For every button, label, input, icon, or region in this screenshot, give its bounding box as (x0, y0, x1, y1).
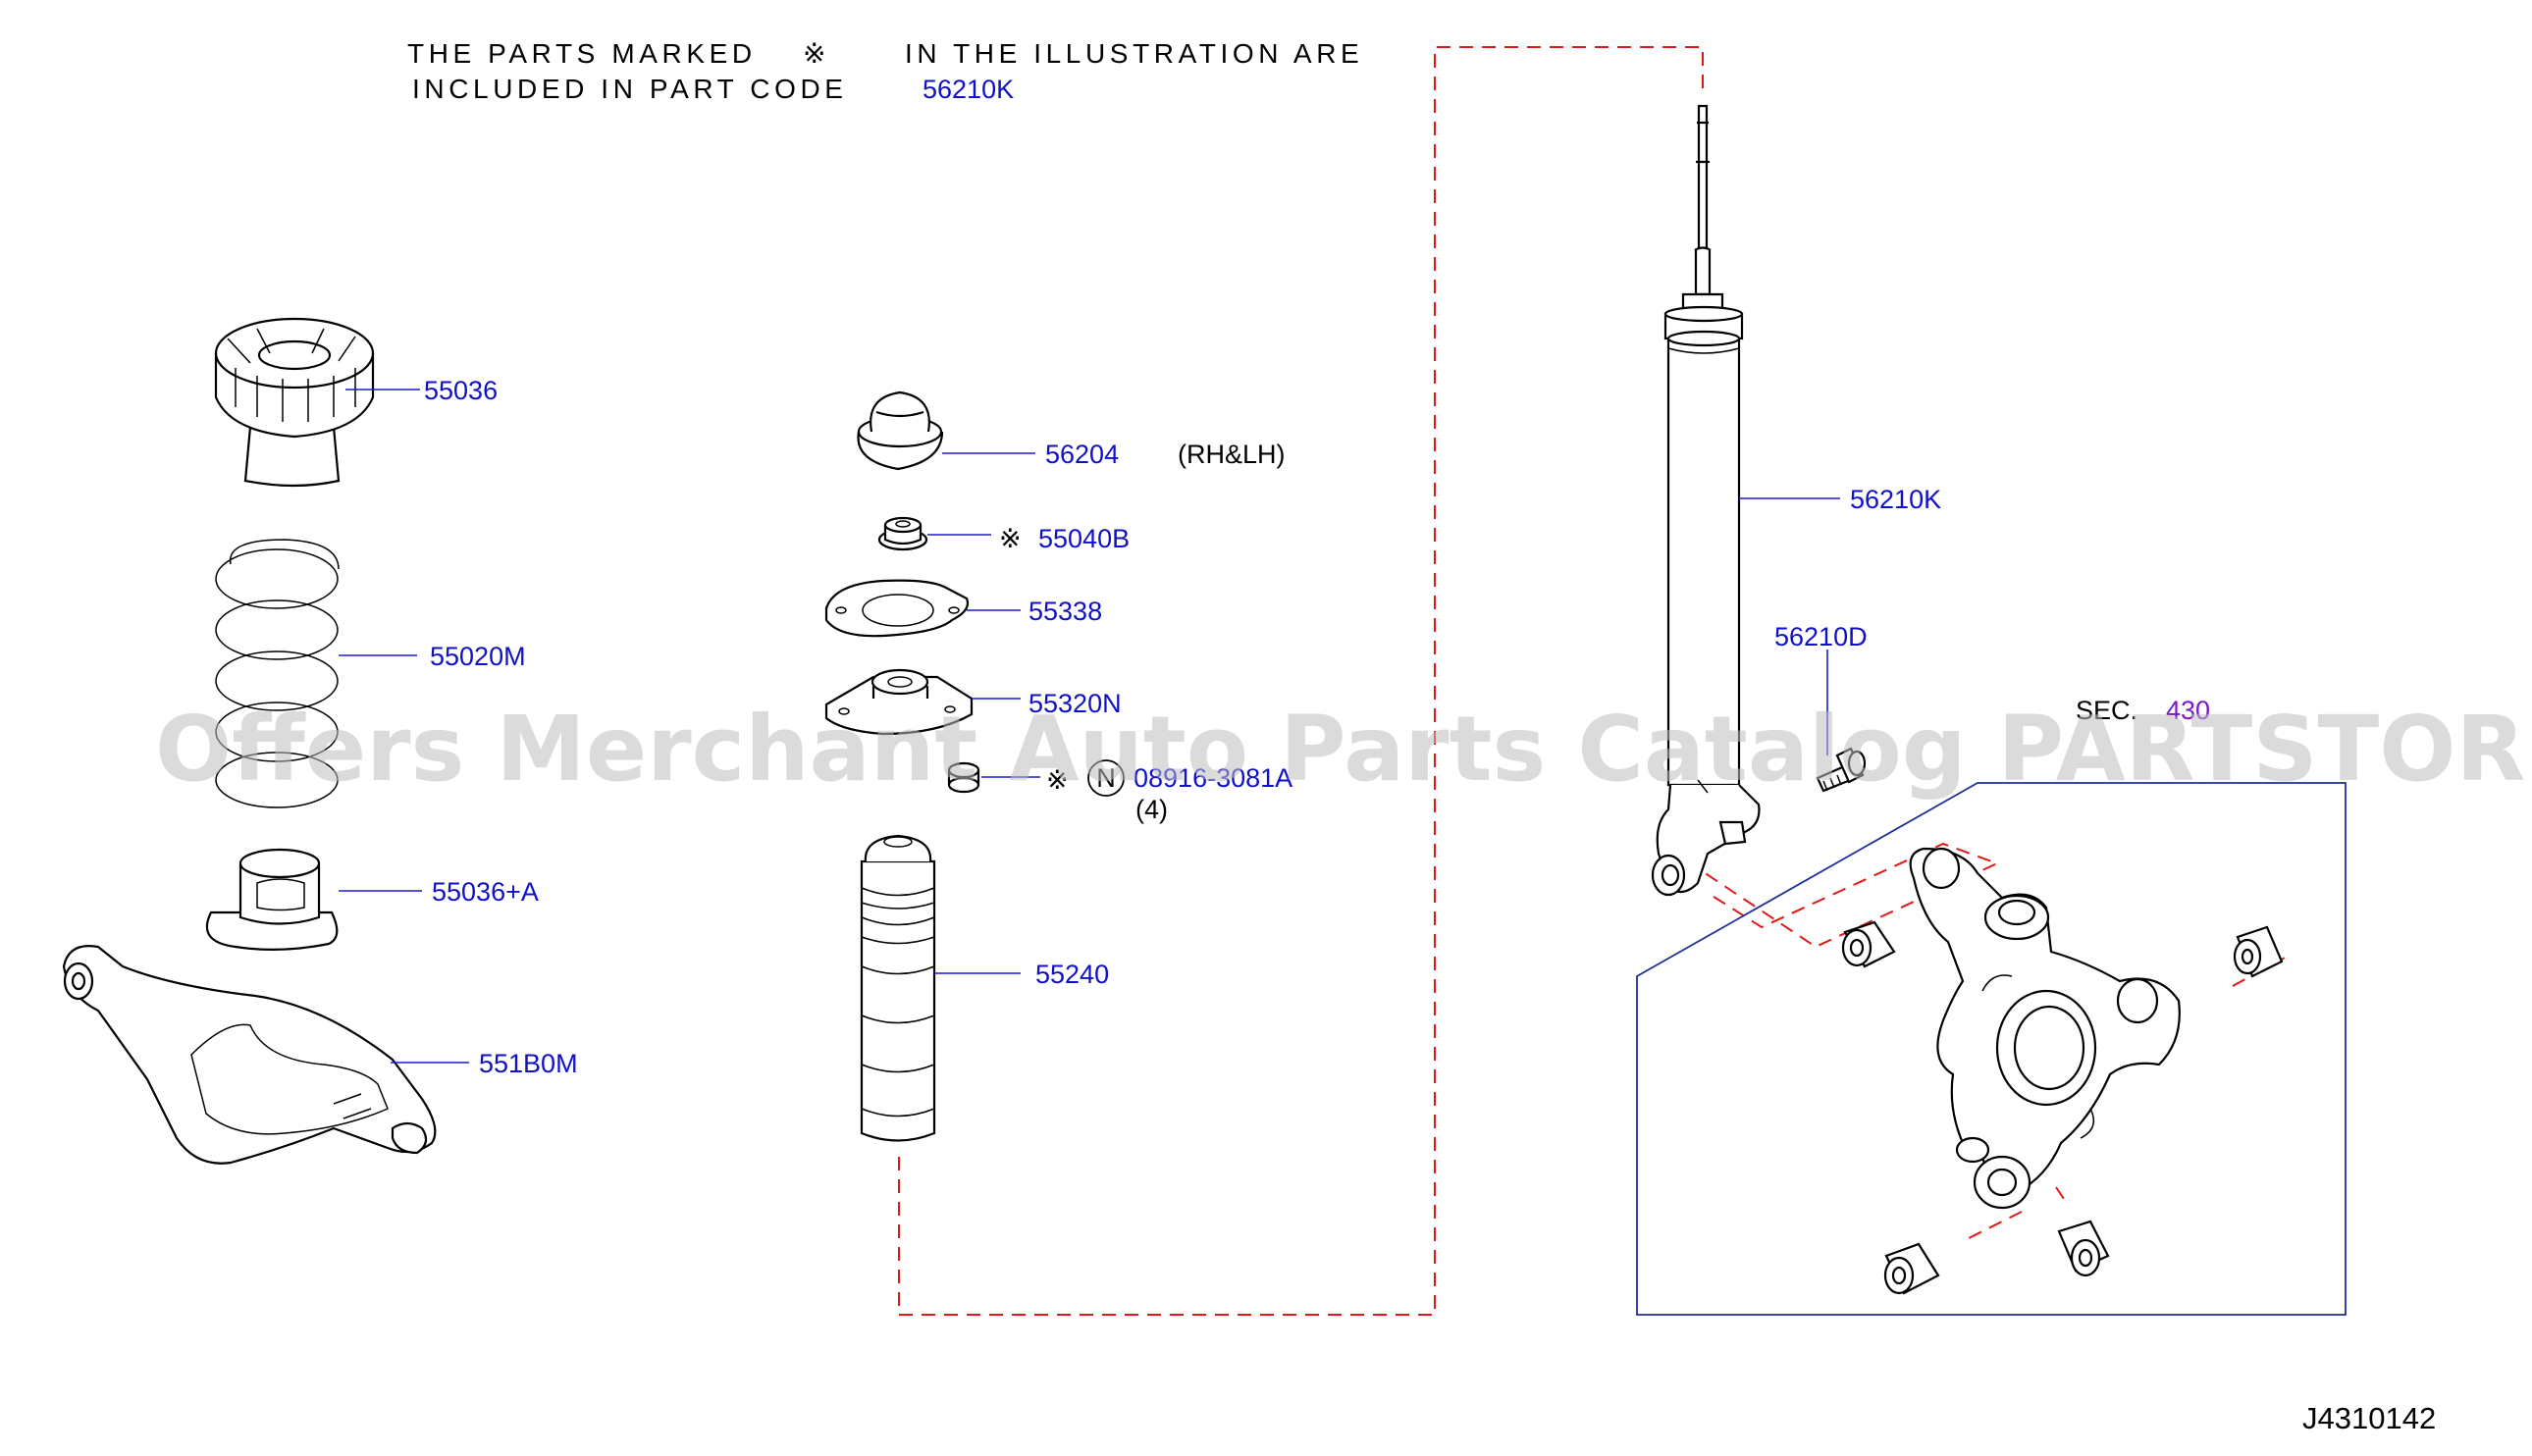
label-56204[interactable]: 56204 (1045, 440, 1119, 469)
label-551B0M[interactable]: 551B0M (479, 1049, 578, 1078)
label-rh-lh: (RH&LH) (1178, 440, 1286, 469)
note-mark: ※ (803, 38, 830, 69)
note-line2: INCLUDED IN PART CODE (412, 74, 848, 104)
dashed-connector-knuckle-bottom (1962, 1186, 2067, 1242)
part-55338-gasket (824, 579, 970, 638)
part-55320N-mount (824, 668, 974, 736)
bushing-lower-right (2057, 1220, 2110, 1277)
mark-nut-08916: ※ (1046, 765, 1069, 795)
label-55036[interactable]: 55036 (424, 376, 498, 405)
bushing-lower-left (1883, 1242, 1940, 1295)
dashed-connector-main (898, 46, 1704, 1316)
watermark: Offers Merchant Auto Parts Catalog PARTS… (155, 697, 2532, 802)
nut-circle-letter: N (1096, 763, 1116, 793)
part-55036A-lower-seat (205, 848, 339, 951)
label-56210D[interactable]: 56210D (1774, 622, 1868, 651)
part-56204-cap (857, 390, 944, 471)
part-55240-bellows (860, 834, 936, 1142)
bushing-right (2233, 925, 2284, 978)
part-56210K-shock-absorber (1651, 104, 1761, 897)
label-55020M[interactable]: 55020M (430, 642, 526, 671)
section-number[interactable]: 430 (2166, 696, 2210, 725)
note-line1-end: IN THE ILLUSTRATION ARE (905, 38, 1363, 69)
nut-circle-marker (1087, 759, 1125, 797)
label-55320N[interactable]: 55320N (1029, 689, 1122, 718)
part-55036-insulator (214, 317, 375, 488)
note-part-code[interactable]: 56210K (923, 75, 1014, 104)
dashed-connector-knuckle-top (1667, 842, 2000, 949)
part-55020M-coil-spring (215, 539, 340, 808)
label-55040B[interactable]: 55040B (1038, 524, 1130, 553)
mark-55040B: ※ (999, 524, 1022, 553)
part-56210D-bolt (1816, 747, 1867, 793)
section-label: SEC. (2076, 696, 2137, 725)
label-55338[interactable]: 55338 (1029, 597, 1102, 626)
part-nut-08916 (947, 761, 980, 794)
label-nut-qty: (4) (1135, 795, 1168, 824)
part-551B0M-lower-arm (62, 945, 437, 1165)
label-55240[interactable]: 55240 (1035, 960, 1109, 989)
note-line1-start: THE PARTS MARKED (407, 38, 757, 69)
label-55036A[interactable]: 55036+A (432, 877, 539, 907)
section-box (1636, 782, 2347, 1316)
part-55040B-nut (877, 516, 928, 551)
knuckle-assembly (1909, 847, 2181, 1210)
label-56210K[interactable]: 56210K (1850, 485, 1941, 514)
label-nut-08916[interactable]: 08916-3081A (1134, 763, 1292, 793)
diagram-id: J4310142 (2302, 1401, 2436, 1435)
header-note: THE PARTS MARKED ※ IN THE ILLUSTRATION A… (407, 38, 1363, 104)
bushing-upper-left (1841, 920, 1896, 968)
